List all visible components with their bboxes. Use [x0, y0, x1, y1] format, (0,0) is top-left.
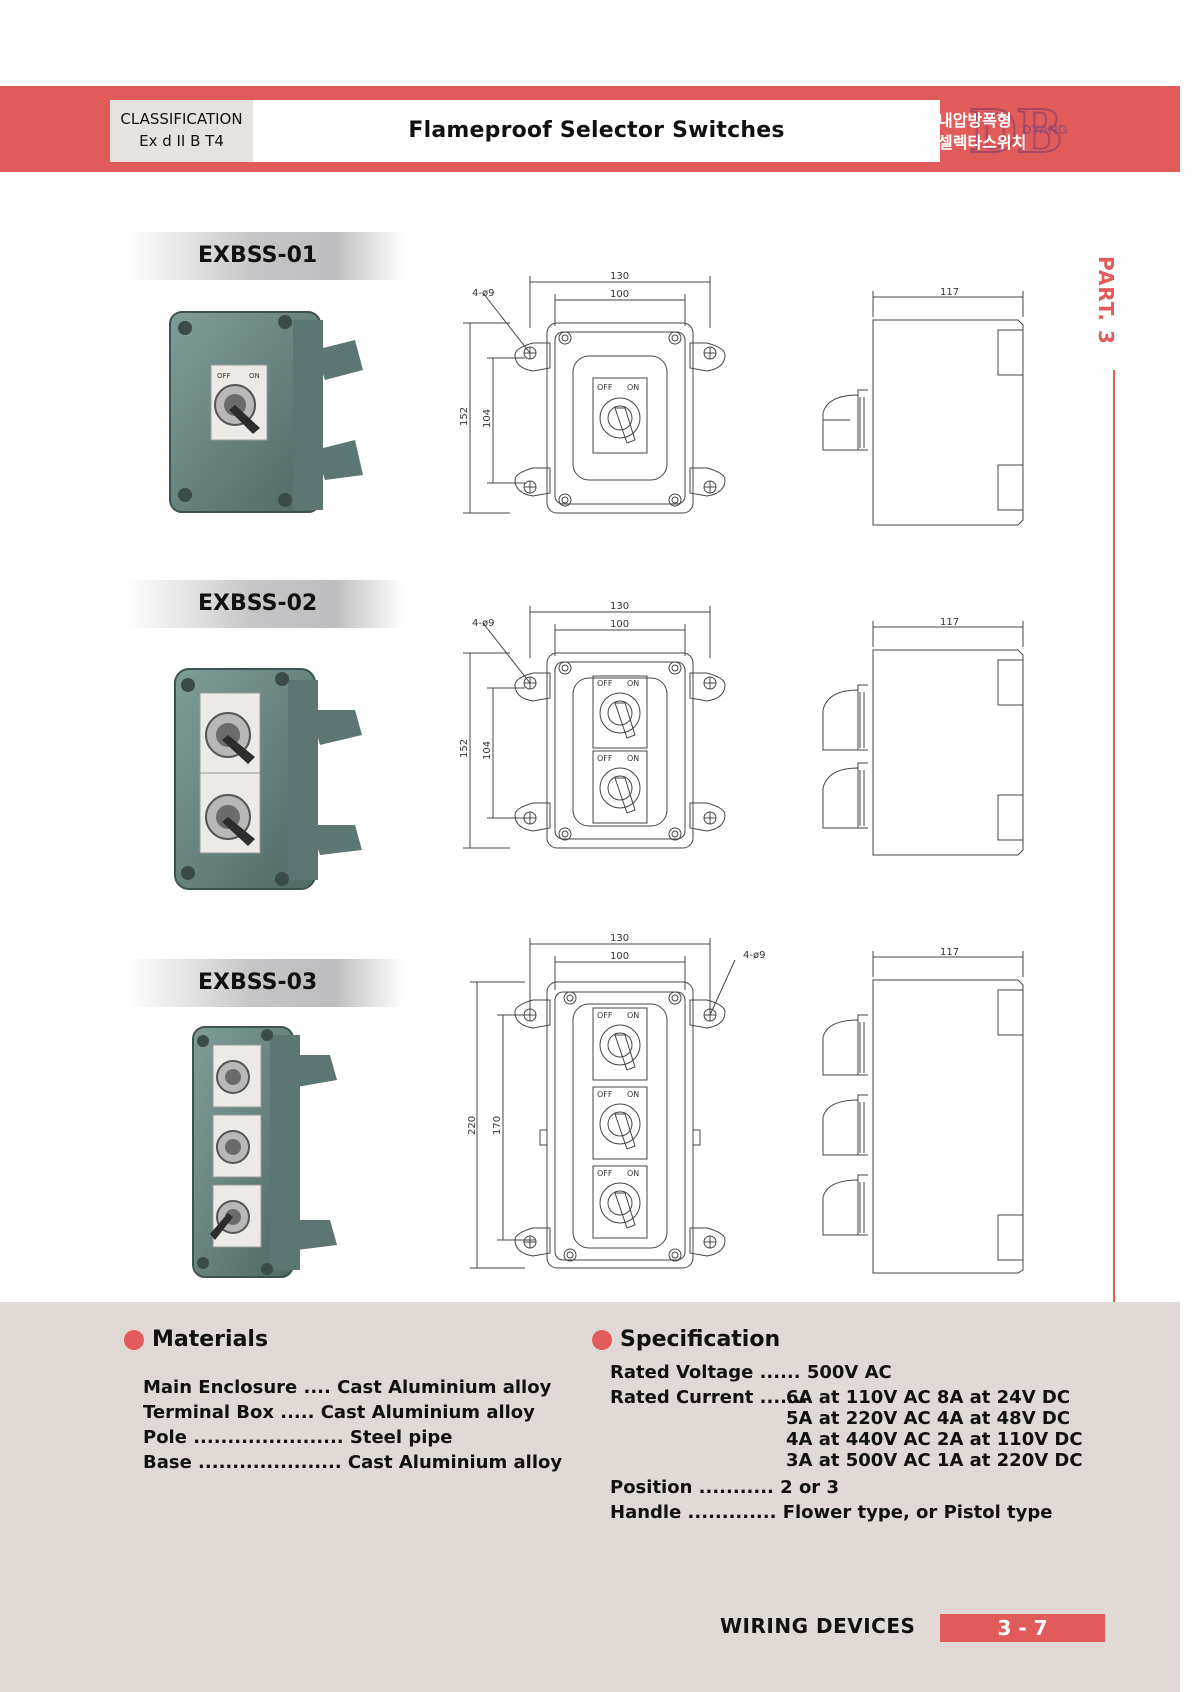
front-drawing-exbss-01: 130 100 4-ø9 152 104 OFF ON: [459, 271, 726, 514]
svg-text:OFF: OFF: [217, 372, 231, 380]
dim-height: 152: [459, 407, 470, 426]
classification-label: CLASSIFICATION: [120, 110, 243, 128]
rated-current-row: 5A at 220V AC 4A at 48V DC: [786, 1408, 1071, 1429]
korean-title: 내압방폭형 셀렉타스위치: [938, 110, 1098, 154]
dim-width: 130: [610, 601, 629, 612]
dim-width: 130: [610, 271, 629, 282]
product-photo-exbss-01: OFF ON: [169, 311, 363, 513]
side-drawing-exbss-01: 117: [822, 287, 1024, 526]
position-spec: Position ........... 2 or 3: [610, 1477, 839, 1498]
switch-on-label: ON: [627, 1169, 639, 1178]
switch-off-label: OFF: [597, 1011, 613, 1020]
dim-holes: 4-ø9: [472, 288, 494, 299]
classification-value: Ex d II B T4: [139, 132, 224, 150]
page-title: Flameproof Selector Switches: [408, 118, 785, 143]
switch-off-label: OFF: [597, 383, 613, 392]
rated-current-row: 4A at 440V AC 2A at 110V DC: [786, 1429, 1083, 1450]
switch-on-label: ON: [627, 679, 639, 688]
bullet-dot: [592, 1329, 612, 1350]
switch-off-label: OFF: [597, 679, 613, 688]
classification-box: CLASSIFICATION Ex d II B T4: [110, 100, 253, 162]
switch-off-label: OFF: [597, 754, 613, 763]
dim-depth: 117: [940, 287, 959, 298]
model-name-1: EXBSS-01: [198, 243, 318, 268]
footer-section: WIRING DEVICES: [720, 1614, 916, 1638]
svg-text:DB: DB: [970, 100, 1062, 162]
rated-current-row: 6A at 110V AC 8A at 24V DC: [786, 1387, 1071, 1408]
materials-line: Pole ...................... Steel pipe: [143, 1427, 453, 1448]
svg-text:ON: ON: [249, 372, 260, 380]
rated-current-label: Rated Current .......: [610, 1387, 808, 1408]
materials-line: Terminal Box ..... Cast Aluminium alloy: [143, 1402, 535, 1423]
dim-inner-height: 104: [482, 409, 493, 428]
dim-inner-width: 100: [610, 951, 629, 962]
switch-on-label: ON: [627, 754, 639, 763]
dim-height: 152: [459, 739, 470, 758]
model-tag-3: EXBSS-03: [128, 959, 403, 1007]
dim-width: 130: [610, 933, 629, 944]
product-photo-exbss-02: [174, 668, 362, 890]
korean-title-line1: 내압방폭형: [938, 111, 1012, 130]
dim-height: 220: [467, 1116, 478, 1135]
svg-text:DYANG: DYANG: [1022, 122, 1068, 137]
switch-on-label: ON: [627, 383, 639, 392]
product-photo-exbss-03: [192, 1026, 337, 1278]
side-drawing-exbss-02: 117: [822, 617, 1024, 856]
handle-spec: Handle ............. Flower type, or Pis…: [610, 1502, 1053, 1523]
model-name-3: EXBSS-03: [198, 970, 318, 995]
dim-inner-height: 170: [492, 1116, 503, 1135]
model-tag-2: EXBSS-02: [128, 580, 403, 628]
bullet-dot: [124, 1329, 144, 1350]
switch-off-label: OFF: [597, 1169, 613, 1178]
dim-inner-width: 100: [610, 289, 629, 300]
front-drawing-exbss-02: 130 100 4-ø9 152 104 OFF ON OFF ON: [459, 601, 726, 849]
dim-inner-height: 104: [482, 741, 493, 760]
dim-depth: 117: [940, 947, 959, 958]
dim-holes: 4-ø9: [743, 950, 765, 961]
switch-on-label: ON: [627, 1090, 639, 1099]
front-drawing-exbss-03: 130 100 4-ø9 220 170 OFF ON OFF ON OFF O…: [467, 933, 765, 1269]
specification-title: Specification: [620, 1327, 781, 1352]
side-rule: [1113, 370, 1115, 1610]
rated-voltage: Rated Voltage ...... 500V AC: [610, 1362, 892, 1383]
model-tag-1: EXBSS-01: [128, 232, 403, 280]
dim-holes: 4-ø9: [472, 618, 494, 629]
korean-title-line2: 셀렉타스위치: [938, 133, 1027, 152]
dim-inner-width: 100: [610, 619, 629, 630]
company-logo: DB DYANG: [969, 100, 1068, 162]
page-number: 3 - 7: [940, 1614, 1105, 1642]
materials-line: Base ..................... Cast Aluminiu…: [143, 1452, 563, 1473]
switch-off-label: OFF: [597, 1090, 613, 1099]
specification-heading: Specification: [592, 1327, 780, 1352]
dim-depth: 117: [940, 617, 959, 628]
materials-heading: Materials: [124, 1327, 268, 1352]
switch-on-label: ON: [627, 1011, 639, 1020]
materials-title: Materials: [152, 1327, 269, 1352]
rated-current-row: 3A at 500V AC 1A at 220V DC: [786, 1450, 1083, 1471]
part-label: PART. 3: [1094, 256, 1118, 345]
model-name-2: EXBSS-02: [198, 591, 318, 616]
side-drawing-exbss-03: 117: [822, 947, 1024, 1274]
materials-line: Main Enclosure .... Cast Aluminium alloy: [143, 1377, 552, 1398]
